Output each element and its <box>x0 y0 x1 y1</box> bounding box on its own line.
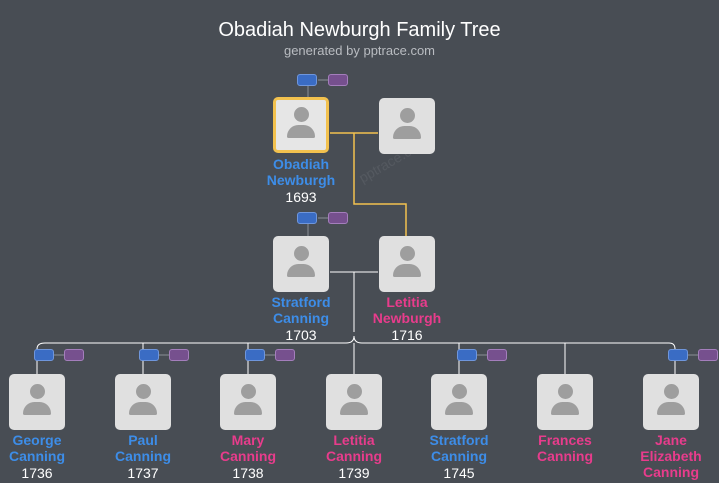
person-silhouette-body <box>129 402 157 415</box>
descendants-chip[interactable] <box>34 349 54 361</box>
spouses-chip[interactable] <box>64 349 84 361</box>
person-card-frances[interactable] <box>537 374 593 430</box>
person-silhouette-icon <box>557 384 573 399</box>
first-name: Jane <box>655 432 687 448</box>
person-silhouette-body <box>287 264 315 277</box>
person-silhouette-icon <box>346 384 362 399</box>
descendants-chip[interactable] <box>139 349 159 361</box>
birth-year: 1716 <box>391 327 423 343</box>
last-name: Newburgh <box>372 310 442 326</box>
first-name: Stratford <box>271 294 331 310</box>
person-name[interactable]: Mary Canning <box>198 432 298 464</box>
person-card-george[interactable] <box>9 374 65 430</box>
person-card-stratford-jr[interactable] <box>431 374 487 430</box>
person-name[interactable]: Stratford Canning <box>251 294 351 326</box>
person-card-stratford-sr[interactable] <box>273 236 329 292</box>
birth-year: 1703 <box>285 327 317 343</box>
children-bracket <box>36 335 676 374</box>
birth-year: 1738 <box>232 465 264 481</box>
birth-year: 1737 <box>127 465 159 481</box>
descendants-chip[interactable] <box>245 349 265 361</box>
person-silhouette-body <box>287 125 315 138</box>
person-name[interactable]: Jane Elizabeth Canning <box>621 432 719 480</box>
last-name: Canning <box>115 448 171 464</box>
person-silhouette-icon <box>293 107 309 122</box>
person-card-obadiah[interactable] <box>273 97 329 153</box>
person-name[interactable]: Paul Canning <box>93 432 193 464</box>
person-card-letitia-newburgh[interactable] <box>379 236 435 292</box>
person-name[interactable]: Frances Canning <box>515 432 615 464</box>
birth-year: 1693 <box>285 189 317 205</box>
person-silhouette-body <box>657 402 685 415</box>
person-silhouette-body <box>23 402 51 415</box>
spouses-chip[interactable] <box>169 349 189 361</box>
first-name: Frances <box>538 432 592 448</box>
descendants-chip[interactable] <box>668 349 688 361</box>
spouses-chip[interactable] <box>328 74 348 86</box>
person-silhouette-icon <box>451 384 467 399</box>
last-name: Canning <box>431 448 487 464</box>
person-name[interactable]: Obadiah Newburgh <box>251 156 351 188</box>
person-silhouette-body <box>340 402 368 415</box>
first-name: Paul <box>128 432 158 448</box>
descent-connector <box>353 133 407 237</box>
person-card-paul[interactable] <box>115 374 171 430</box>
person-silhouette-icon <box>135 384 151 399</box>
first-name: George <box>12 432 62 448</box>
person-silhouette-body <box>234 402 262 415</box>
last-name: Canning <box>537 448 593 464</box>
person-silhouette-body <box>393 264 421 277</box>
spouses-chip[interactable] <box>328 212 348 224</box>
person-silhouette-body <box>445 402 473 415</box>
person-silhouette-body <box>551 402 579 415</box>
person-name[interactable]: Letitia Newburgh <box>357 294 457 326</box>
birth-year: 1745 <box>443 465 475 481</box>
person-silhouette-icon <box>240 384 256 399</box>
last-name: Canning <box>220 448 276 464</box>
first-name: Mary <box>231 432 265 448</box>
first-name: Stratford <box>429 432 489 448</box>
page-subtitle: generated by pptrace.com <box>283 43 436 58</box>
last-name: Newburgh <box>266 172 336 188</box>
ancestors-chip[interactable] <box>297 212 317 224</box>
person-silhouette-icon <box>399 246 415 261</box>
middle-name: Elizabeth <box>640 448 702 464</box>
person-card-mary[interactable] <box>220 374 276 430</box>
first-name: Letitia <box>386 294 428 310</box>
person-card-letitia-canning[interactable] <box>326 374 382 430</box>
person-name[interactable]: Letitia Canning <box>304 432 404 464</box>
person-card-jane[interactable] <box>643 374 699 430</box>
descendants-chip[interactable] <box>457 349 477 361</box>
ancestors-chip[interactable] <box>297 74 317 86</box>
first-name: Letitia <box>333 432 375 448</box>
person-silhouette-icon <box>663 384 679 399</box>
birth-year: 1736 <box>21 465 53 481</box>
person-card-spouse[interactable] <box>379 98 435 154</box>
person-silhouette-icon <box>399 108 415 123</box>
spouses-chip[interactable] <box>698 349 718 361</box>
spouses-chip[interactable] <box>275 349 295 361</box>
last-name: Canning <box>643 464 699 480</box>
first-name: Obadiah <box>272 156 329 172</box>
person-name[interactable]: Stratford Canning <box>409 432 509 464</box>
page-title: Obadiah Newburgh Family Tree <box>218 19 501 41</box>
last-name: Canning <box>326 448 382 464</box>
person-name[interactable]: George Canning <box>0 432 87 464</box>
birth-year: 1739 <box>338 465 370 481</box>
last-name: Canning <box>273 310 329 326</box>
person-silhouette-icon <box>293 246 309 261</box>
person-silhouette-body <box>393 126 421 139</box>
person-silhouette-icon <box>29 384 45 399</box>
spouses-chip[interactable] <box>487 349 507 361</box>
last-name: Canning <box>9 448 65 464</box>
